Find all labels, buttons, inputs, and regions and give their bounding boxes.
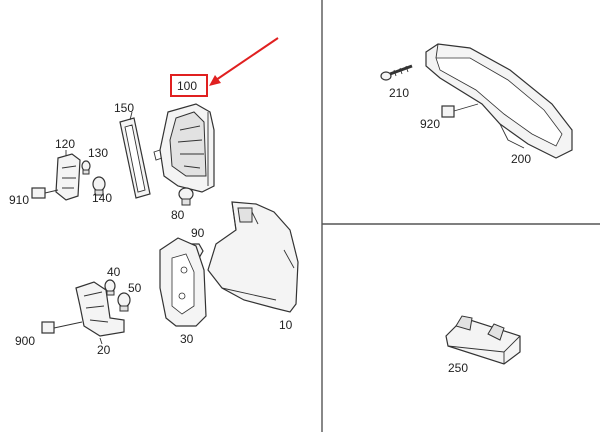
callout-150: 150 [114,101,134,115]
callout-250: 250 [448,361,468,375]
part-210-screw [380,64,413,81]
part-900-connector [41,321,83,334]
part-20-holder [75,281,125,337]
callout-920: 920 [420,117,440,131]
callout-10: 10 [279,318,293,332]
part-130-bulb [81,160,91,175]
part-30-seal-plate [159,237,207,327]
callout-20: 20 [97,343,111,357]
highlight-box [170,74,208,97]
callout-120: 120 [55,137,75,151]
part-120-holder [55,153,81,201]
highlight-arrow [215,37,279,81]
part-250-lamp [445,315,521,365]
highlight-arrowhead [209,75,221,86]
part-80-screw [178,187,194,206]
callout-40: 40 [107,265,121,279]
part-40-bulb [104,279,116,296]
callout-140: 140 [92,191,112,205]
callout-210: 210 [389,86,409,100]
callout-90: 90 [191,226,205,240]
leader-20 [99,337,103,345]
part-100-housing [153,103,215,193]
leader-150 [129,111,133,121]
part-50-bulb [117,292,131,312]
callout-80: 80 [171,208,185,222]
callout-130: 130 [88,146,108,160]
part-10-cover [207,201,299,313]
callout-200: 200 [511,152,531,166]
callout-50: 50 [128,281,142,295]
part-150-gasket [119,117,151,199]
part-920-connector [441,103,479,118]
part-140-bulb [92,176,106,196]
callout-910: 910 [9,193,29,207]
part-200-lens [425,43,573,159]
part-910-connector [31,187,59,199]
callout-900: 900 [15,334,35,348]
callout-100: 100 [177,79,197,93]
callout-30: 30 [180,332,194,346]
